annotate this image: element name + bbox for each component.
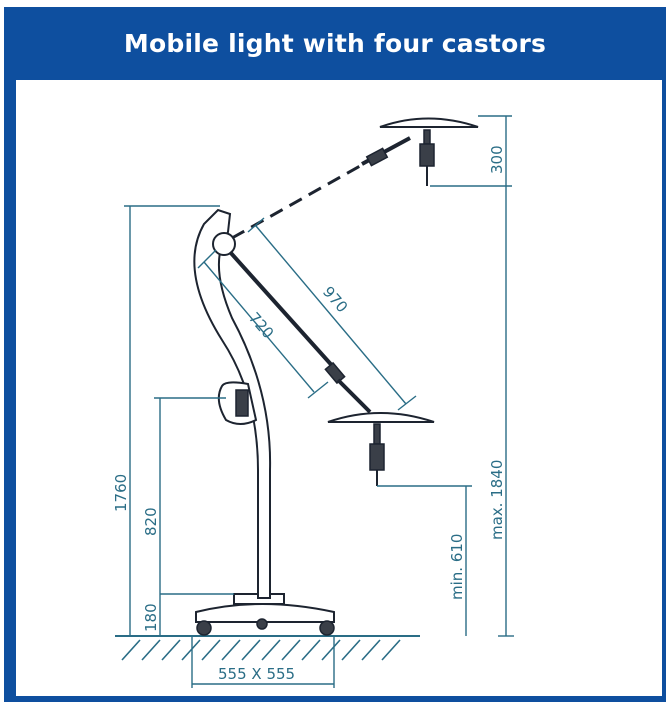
label-180: 180 (142, 603, 160, 632)
upper-arm (231, 136, 411, 240)
label-min-610: min. 610 (448, 534, 466, 600)
floor (115, 635, 420, 661)
control-unit-icon (235, 389, 249, 417)
label-555: 555 X 555 (218, 665, 295, 683)
label-1760: 1760 (112, 474, 130, 512)
dim-min-610 (377, 485, 472, 636)
label-max-1840: max. 1840 (488, 460, 506, 540)
dim-max-1840 (498, 186, 514, 637)
diagram-panel (16, 80, 662, 696)
sterile-handle-icon (369, 443, 385, 471)
lamp-head-upper (379, 117, 479, 186)
arm-joint-icon (212, 232, 236, 256)
dim-300 (430, 115, 512, 187)
dim-555 (191, 636, 335, 688)
dim-720 (197, 249, 329, 399)
lower-arm (228, 250, 372, 414)
header-bar: Mobile light with four castors (4, 7, 666, 79)
page-title: Mobile light with four castors (123, 28, 547, 58)
castor-icon (196, 620, 212, 636)
dim-820 (154, 397, 226, 636)
lamp-column (193, 208, 272, 599)
dim-1760 (124, 205, 220, 637)
label-820: 820 (142, 507, 160, 536)
sterile-handle-icon (419, 143, 435, 167)
castor-icon (256, 618, 268, 630)
label-300: 300 (488, 145, 506, 174)
lamp-head-lower (327, 412, 435, 486)
castor-icon (319, 620, 335, 636)
dim-970 (247, 217, 417, 411)
